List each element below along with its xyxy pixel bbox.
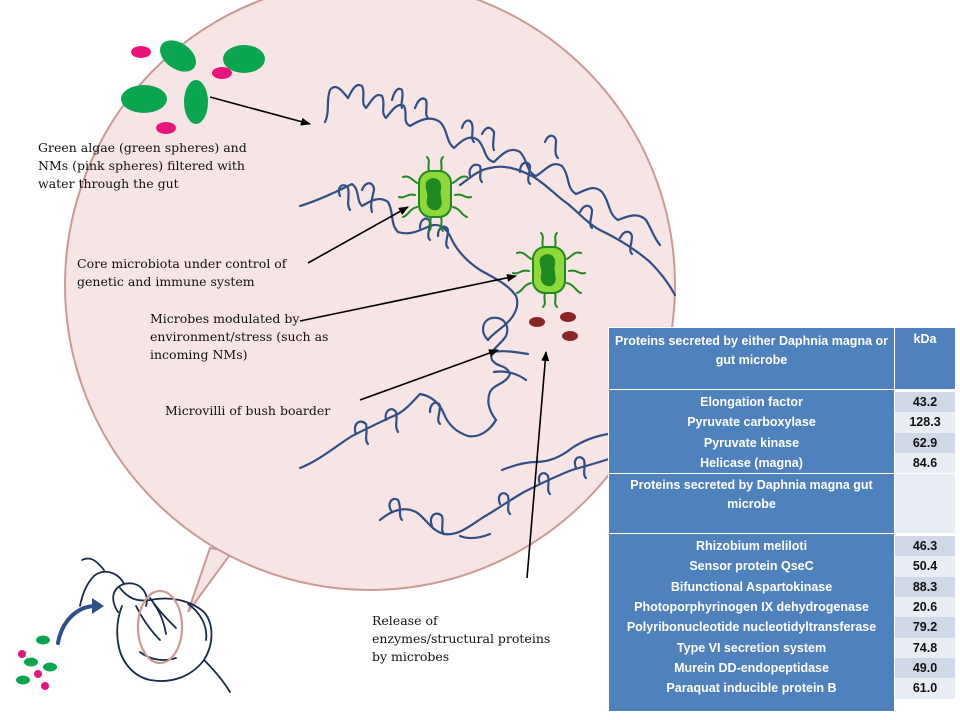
table-subheader-empty: [894, 473, 956, 535]
table-subheader: Proteins secreted by Daphnia magna gut m…: [608, 473, 895, 535]
algae-and-nms: [121, 40, 265, 134]
protein-name: Polyribonucleotide nucleotidyltransferas…: [626, 620, 877, 635]
pink-nm: [156, 122, 176, 134]
protein-kda: 20.6: [895, 597, 955, 618]
green-alga: [223, 45, 265, 73]
protein-table: Proteins secreted by either Daphnia magn…: [608, 327, 956, 713]
protein-kda: 74.8: [895, 637, 955, 658]
magnifier-pointer: [187, 546, 234, 613]
protein-name: Murein DD-endopeptidase: [674, 660, 829, 675]
green-alga: [184, 80, 208, 124]
daphnia-gut-highlight: [136, 589, 184, 665]
protein-kda: 84.6: [895, 452, 955, 474]
protein-kda: 43.2: [895, 392, 955, 413]
modulated-microbes-label: Microbes modulated by environment/stress…: [150, 311, 329, 362]
protein-kda: 61.0: [895, 678, 955, 699]
released-enzymes: [529, 312, 578, 341]
release-label: Release of enzymes/structural proteins b…: [372, 613, 551, 664]
protein-kda: 88.3: [895, 576, 955, 598]
small-particles: [16, 635, 57, 690]
ingestion-arrow: [56, 604, 98, 645]
daphnia-sketch: [79, 557, 231, 693]
protein-name: Paraquat inducible protein B: [666, 681, 837, 696]
release-arrow: [526, 351, 550, 579]
magnified-gut-circle: [64, 0, 676, 591]
gut-tissue: [298, 83, 677, 540]
modulated-microbe-arrow: [299, 273, 517, 322]
protein-name: Type VI secretion system: [676, 640, 827, 655]
protein-kda: 49.0: [895, 657, 955, 679]
core-microbe-arrow: [307, 206, 409, 264]
pink-nm: [212, 67, 232, 79]
algae-label: Green algae (green spheres) and NMs (pin…: [38, 140, 247, 191]
protein-kda: 128.3: [895, 412, 955, 433]
modulated-microbe-icon: [512, 232, 586, 308]
protein-name: Pyruvate kinase: [703, 435, 800, 450]
protein-name: Rhizobium meliloti: [695, 539, 808, 554]
protein-kda: 62.9: [895, 432, 955, 453]
table-header-kda: kDa: [894, 327, 956, 390]
protein-name: Sensor protein QseC: [689, 559, 814, 574]
lower-epithelium: [298, 392, 498, 470]
protein-kda: 79.2: [895, 617, 955, 638]
protein-kda: 50.4: [895, 556, 955, 577]
protein-name: Photoporphyrinogen IX dehydrogenase: [634, 600, 869, 615]
protein-name: Helicase (magna): [700, 455, 803, 470]
protein-name: Pyruvate carboxylase: [687, 415, 816, 430]
upper-epithelium: [323, 83, 662, 247]
protein-kda: 46.3: [895, 536, 955, 557]
microvilli-label: Microvilli of bush boarder: [165, 403, 331, 418]
core-microbiota-label: Core microbiota under control of genetic…: [77, 256, 287, 289]
table-header-proteins: Proteins secreted by either Daphnia magn…: [608, 327, 895, 390]
protein-name: Bifunctional Aspartokinase: [670, 579, 833, 594]
protein-name: Elongation factor: [700, 395, 803, 409]
microvilli-arrow: [359, 349, 499, 401]
pink-nm: [131, 46, 151, 58]
green-alga: [121, 85, 167, 113]
algae-arrow: [209, 96, 311, 126]
table-header-row: Proteins secreted by either Daphnia magn…: [608, 327, 956, 390]
core-microbe-icon: [398, 156, 472, 232]
table-subheader-row: Proteins secreted by Daphnia magna gut m…: [608, 473, 956, 535]
green-alga: [159, 40, 197, 72]
